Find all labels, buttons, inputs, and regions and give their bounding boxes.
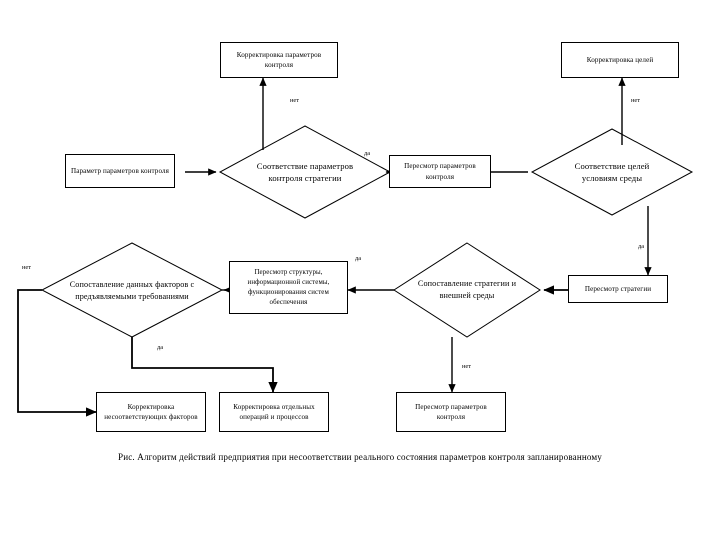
figure-caption: Рис. Алгоритм действий предприятия при н…: [118, 452, 602, 462]
edge-compare-factors-yes-path: [131, 337, 278, 393]
box-correct-operations-processes[interactable]: Корректировка отдельных операций и проце…: [219, 392, 329, 432]
box-correct-control-params-label: Корректировка параметров контроля: [236, 50, 322, 69]
box-review-control-params-bottom-label: Пересмотр параметров контроля: [415, 402, 487, 421]
edge-compare-factors-no-path: [17, 289, 97, 417]
box-review-control-params-mid[interactable]: Пересмотр параметров контроля: [389, 155, 491, 188]
diamond-compare-strategy-environment: [393, 242, 541, 338]
edge-label-no-to-correct-goals: нет: [631, 97, 641, 104]
diamond-compare-factors-requirements-text[interactable]: Сопоставление данных факторов с предъявл…: [62, 258, 202, 324]
edge-label-no-to-correct-control-params: нет: [290, 97, 300, 104]
box-review-strategy[interactable]: Пересмотр стратегии: [568, 275, 668, 303]
box-correct-goals-label: Корректировка целей: [586, 55, 654, 64]
box-correct-goals[interactable]: Корректировка целей: [561, 42, 679, 78]
edge-label-yes-from-compare-factors: да: [157, 344, 164, 351]
box-correct-control-params[interactable]: Корректировка параметров контроля: [220, 42, 338, 78]
edge-label-yes-from-match-control-params: да: [364, 150, 371, 157]
box-correct-operations-processes-label: Корректировка отдельных операций и проце…: [233, 402, 315, 421]
box-review-control-params-bottom[interactable]: Пересмотр параметров контроля: [396, 392, 506, 432]
diamond-match-control-params-strategy-text[interactable]: Соответствие параметров контроля стратег…: [248, 141, 362, 203]
box-correct-nonconforming-factors[interactable]: Корректировка несоответствующих факторов: [96, 392, 206, 432]
diamond-match-goals-environment: [530, 128, 694, 216]
diamond-match-control-params-strategy-label: Соответствие параметров контроля стратег…: [256, 160, 354, 183]
box-param-of-control-params[interactable]: Параметр параметров контроля: [65, 154, 175, 188]
edge-label-no-from-compare-strategy: нет: [462, 363, 472, 370]
diamond-compare-strategy-environment-label: Сопоставление стратегии и внешней среды: [417, 279, 517, 300]
diamond-compare-strategy-environment-text[interactable]: Сопоставление стратегии и внешней среды: [407, 266, 527, 314]
box-correct-nonconforming-factors-label: Корректировка несоответствующих факторов: [104, 402, 198, 421]
edge-label-yes-from-compare-strategy: да: [355, 255, 362, 262]
diamond-compare-factors-requirements-label: Сопоставление данных факторов с предъявл…: [69, 280, 195, 301]
edge-label-no-from-compare-factors: нет: [22, 264, 32, 271]
diamond-match-goals-environment-text[interactable]: Соответствие целей условиям среды: [560, 146, 664, 198]
box-review-structure-info-system-label: Пересмотр структуры, информационной сист…: [247, 268, 330, 306]
diamond-match-goals-environment-label: Соответствие целей условиям среды: [574, 160, 650, 183]
box-review-strategy-label: Пересмотр стратегии: [584, 284, 652, 293]
box-param-of-control-params-label: Параметр параметров контроля: [70, 166, 169, 175]
box-review-control-params-mid-label: Пересмотр параметров контроля: [404, 162, 476, 181]
edge-label-yes-from-match-goals-env: да: [638, 243, 645, 250]
box-review-structure-info-system[interactable]: Пересмотр структуры, информационной сист…: [229, 261, 348, 314]
